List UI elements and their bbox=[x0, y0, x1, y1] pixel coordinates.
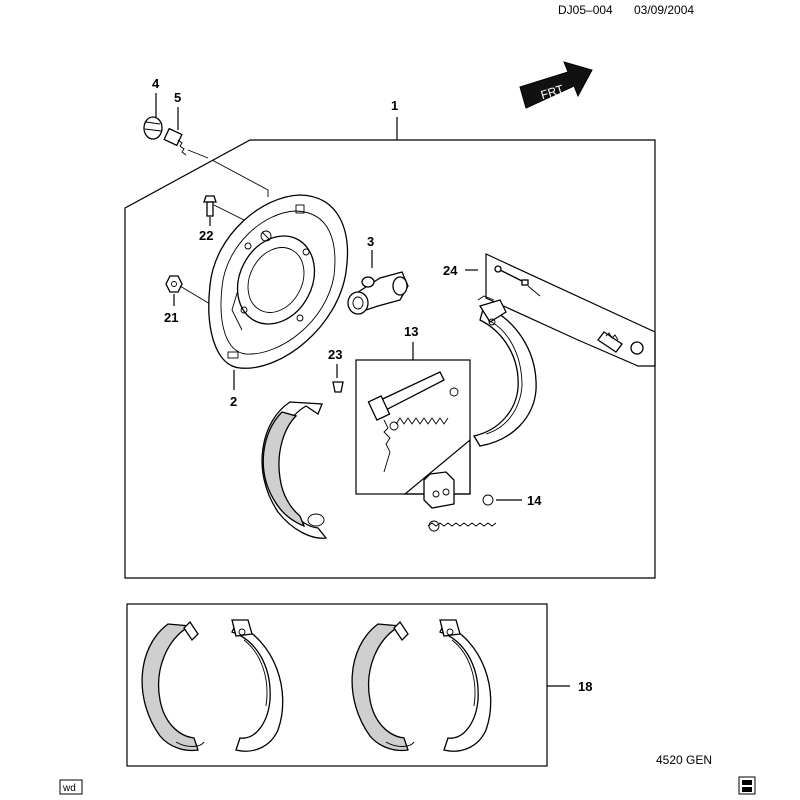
fuel-pump-icon bbox=[738, 776, 756, 795]
corner-tag-box bbox=[59, 779, 83, 795]
callout-2: 2 bbox=[230, 394, 237, 409]
diagram-code: DJ05–004 bbox=[558, 3, 613, 17]
adjuster-strut bbox=[367, 371, 445, 473]
callout-5: 5 bbox=[174, 90, 181, 105]
callout-1: 1 bbox=[391, 98, 398, 113]
kit-shoe-4 bbox=[439, 619, 492, 752]
brake-shoe-right bbox=[472, 295, 537, 447]
adjuster-kit-box bbox=[355, 359, 471, 495]
backing-plate bbox=[208, 194, 349, 369]
callout-22: 22 bbox=[199, 228, 213, 243]
gen-code: 4520 GEN bbox=[656, 753, 712, 767]
wheel-cylinder bbox=[347, 271, 409, 315]
kit-shoe-1 bbox=[141, 620, 205, 752]
nut-21 bbox=[165, 275, 183, 293]
assembly-outline bbox=[124, 139, 656, 579]
callout-24: 24 bbox=[443, 263, 458, 278]
kit-shoe-2 bbox=[231, 619, 284, 752]
shoe-kit-box bbox=[126, 603, 548, 767]
kit-shoe-3 bbox=[351, 620, 415, 752]
bleeder-screw bbox=[163, 127, 187, 156]
bleeder-cap bbox=[143, 116, 163, 140]
hold-down-spring bbox=[597, 331, 644, 355]
clip-23 bbox=[332, 381, 344, 393]
return-spring bbox=[427, 494, 497, 532]
brake-shoe-left bbox=[261, 401, 328, 539]
callout-14: 14 bbox=[527, 493, 542, 508]
front-direction-arrow: FRT bbox=[519, 61, 593, 109]
bolt-22 bbox=[203, 195, 217, 217]
callout-18: 18 bbox=[578, 679, 592, 694]
callout-13: 13 bbox=[404, 324, 418, 339]
callout-3: 3 bbox=[367, 234, 374, 249]
diagram-date: 03/09/2004 bbox=[634, 3, 694, 17]
hold-down-outline bbox=[485, 253, 656, 367]
adjuster-spring bbox=[389, 387, 459, 431]
front-direction-label: FRT bbox=[539, 82, 566, 102]
shoe-clip-block bbox=[423, 471, 455, 509]
callout-23: 23 bbox=[328, 347, 342, 362]
corner-tag: wd bbox=[62, 783, 76, 794]
callout-21: 21 bbox=[164, 310, 178, 325]
callout-4: 4 bbox=[152, 76, 160, 91]
hold-down-pin bbox=[494, 265, 529, 286]
